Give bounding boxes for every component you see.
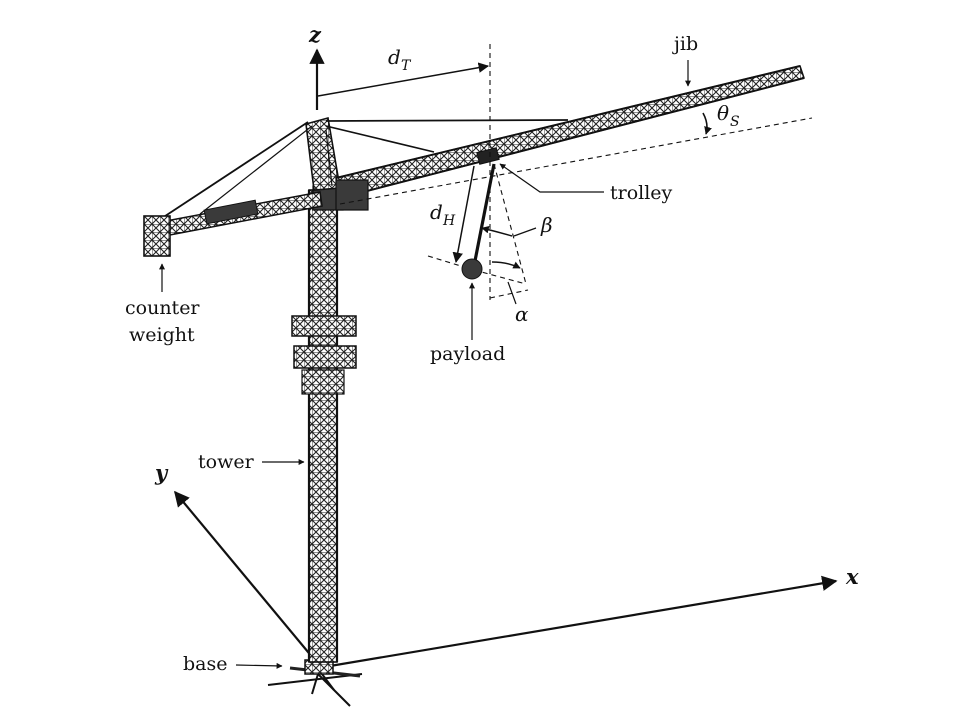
- counter-jib: [143, 191, 323, 257]
- apex-to-jib-tie-3: [325, 129, 333, 187]
- hoist-assembly: [461, 163, 496, 280]
- crane-base: [267, 659, 363, 707]
- beta-arc: [481, 225, 513, 237]
- coordinate-axes: x y z: [154, 22, 859, 668]
- base-foot-2: [321, 673, 335, 691]
- theta-main: θ: [717, 101, 729, 125]
- payload-label: payload: [430, 343, 505, 365]
- trolley-pointer: [499, 163, 604, 193]
- projection-foot: [489, 289, 529, 299]
- platform-3: [301, 369, 345, 395]
- dH-main: d: [430, 200, 443, 224]
- platform-1: [291, 315, 357, 337]
- apex-to-counterjib-tie-2: [199, 125, 313, 215]
- base-pointer: [235, 662, 283, 669]
- jib-top-chord: [335, 65, 801, 179]
- alpha-symbol: α: [515, 302, 529, 326]
- beta-symbol: β: [540, 213, 553, 237]
- dT-subscript: T: [401, 58, 412, 74]
- counter-jib-machinery: [203, 199, 259, 225]
- dT-main: d: [388, 45, 401, 69]
- horizontal-jib-reference: [339, 117, 813, 205]
- tower-label: tower: [198, 451, 255, 473]
- base-label: base: [183, 653, 228, 675]
- y-axis: [174, 490, 319, 665]
- z-axis-label: z: [308, 22, 322, 47]
- payload-mass: [461, 258, 483, 280]
- apex-to-counterjib-tie: [149, 121, 309, 227]
- tower-lattice: [308, 189, 338, 663]
- dT-arrow: [317, 62, 490, 97]
- jib-label: jib: [672, 33, 698, 55]
- label-pointers: [159, 60, 691, 669]
- counter-weight-label-line2: weight: [129, 324, 195, 346]
- projection-line: [493, 163, 527, 285]
- jib-bottom-chord: [339, 77, 805, 199]
- base-foot: [311, 673, 319, 695]
- hoist-cable: [472, 163, 496, 267]
- dH-arrow: [452, 165, 475, 264]
- theta-arc: [702, 112, 712, 135]
- theta-subscript: S: [730, 114, 740, 130]
- x-axis-label: x: [845, 564, 859, 589]
- jib-boom: [335, 65, 805, 211]
- counter-weight-label-line1: counter: [125, 297, 200, 319]
- counter-weight-block: [143, 215, 171, 257]
- apex-to-jib-tie: [325, 119, 569, 122]
- trolley-label: trolley: [610, 182, 673, 204]
- dT-symbol: d T: [388, 45, 412, 74]
- dimension-arrows: [317, 62, 712, 269]
- x-axis: [329, 575, 838, 668]
- dH-subscript: H: [442, 213, 456, 229]
- apex-to-jib-tie-2: [325, 125, 435, 153]
- platform-2: [293, 345, 357, 369]
- tower-mast: [291, 185, 357, 663]
- tower-head: [149, 116, 569, 227]
- cab: [335, 179, 369, 211]
- alpha-pointer: [507, 281, 517, 305]
- y-axis-label: y: [154, 460, 169, 485]
- beta-pointer: [513, 227, 537, 237]
- dH-symbol: d H: [430, 200, 456, 229]
- text-labels: jib trolley counter weight payload tower…: [125, 33, 740, 675]
- alpha-arc: [491, 261, 521, 269]
- theta-symbol: θ S: [717, 101, 740, 130]
